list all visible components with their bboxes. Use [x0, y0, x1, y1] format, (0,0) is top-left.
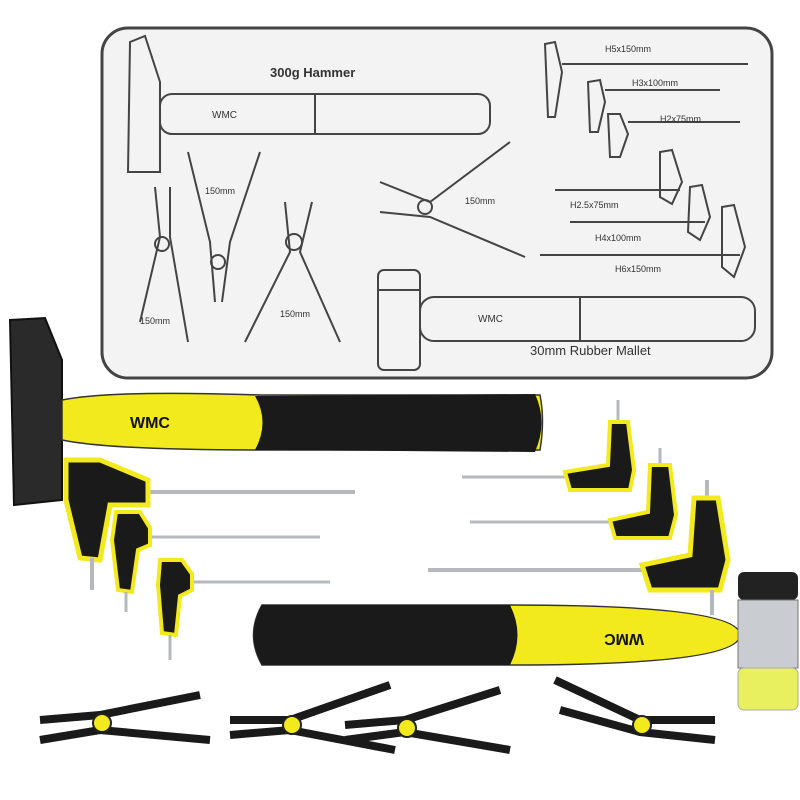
circlip-pliers-3 [344, 686, 511, 754]
hammer-brand: WMC [212, 110, 237, 121]
hammer-label: 300g Hammer [270, 65, 355, 80]
hex-key-label-2: H3x100mm [632, 78, 678, 88]
pliers-label-1: 150mm [140, 316, 170, 326]
hex-key-label-4: H2.5x75mm [570, 200, 619, 210]
hex-key-left-1 [63, 457, 355, 590]
circlip-pliers-2 [229, 681, 396, 754]
mallet-steel-body [737, 599, 799, 669]
hex-key-label-3: H2x75mm [660, 114, 701, 124]
hex-key-handle [63, 457, 151, 563]
circlip-pliers-4 [553, 676, 716, 744]
hex-key-right-3 [428, 480, 731, 615]
pliers-outline-3 [244, 201, 341, 343]
hex-key-handle [607, 463, 679, 540]
hex-key-left-3 [155, 558, 330, 660]
hex-key-handle [109, 510, 152, 595]
hex-key-label-1: H5x150mm [605, 44, 651, 54]
hammer-brand-label: WMC [130, 415, 170, 432]
hex-key-right-2 [470, 448, 679, 540]
tray-border [100, 26, 774, 380]
hex-key-left-2 [109, 510, 320, 612]
pliers-label-4: 150mm [465, 196, 495, 206]
mallet-outline [377, 269, 756, 371]
hex-key-label-5: H4x100mm [595, 233, 641, 243]
circlip-pliers-1 [39, 691, 211, 744]
hex-key-handle [638, 495, 731, 593]
rubber-mallet: WMC [252, 572, 799, 711]
hammer-grip [255, 394, 542, 452]
mallet-yellow-face [737, 667, 799, 711]
mallet-grip [253, 605, 518, 665]
hammer-head [8, 316, 63, 507]
tool-tray-outline: 300g Hammer WMC 150mm 150mm 150mm 150mm … [100, 26, 774, 380]
pliers-label-3: 150mm [280, 309, 310, 319]
mallet-brand: WMC [478, 314, 503, 325]
hex-key-outlines [540, 40, 748, 279]
tool-set-photo: WMC WMC [8, 316, 799, 754]
pliers-label-2: 150mm [205, 186, 235, 196]
hex-key-label-6: H6x150mm [615, 264, 661, 274]
mallet-black-face [738, 572, 798, 600]
mallet-brand-label: WMC [604, 630, 644, 647]
mallet-label: 30mm Rubber Mallet [530, 343, 651, 358]
hex-key-handle [155, 558, 194, 638]
hex-key-right-1 [462, 400, 637, 492]
pliers-outline-2 [187, 151, 261, 303]
hammer: WMC [8, 316, 544, 507]
hammer-outline [126, 34, 491, 173]
hex-key-handle [562, 420, 637, 492]
pliers-outline-4 [379, 141, 526, 258]
pliers-outline-1 [139, 186, 189, 343]
